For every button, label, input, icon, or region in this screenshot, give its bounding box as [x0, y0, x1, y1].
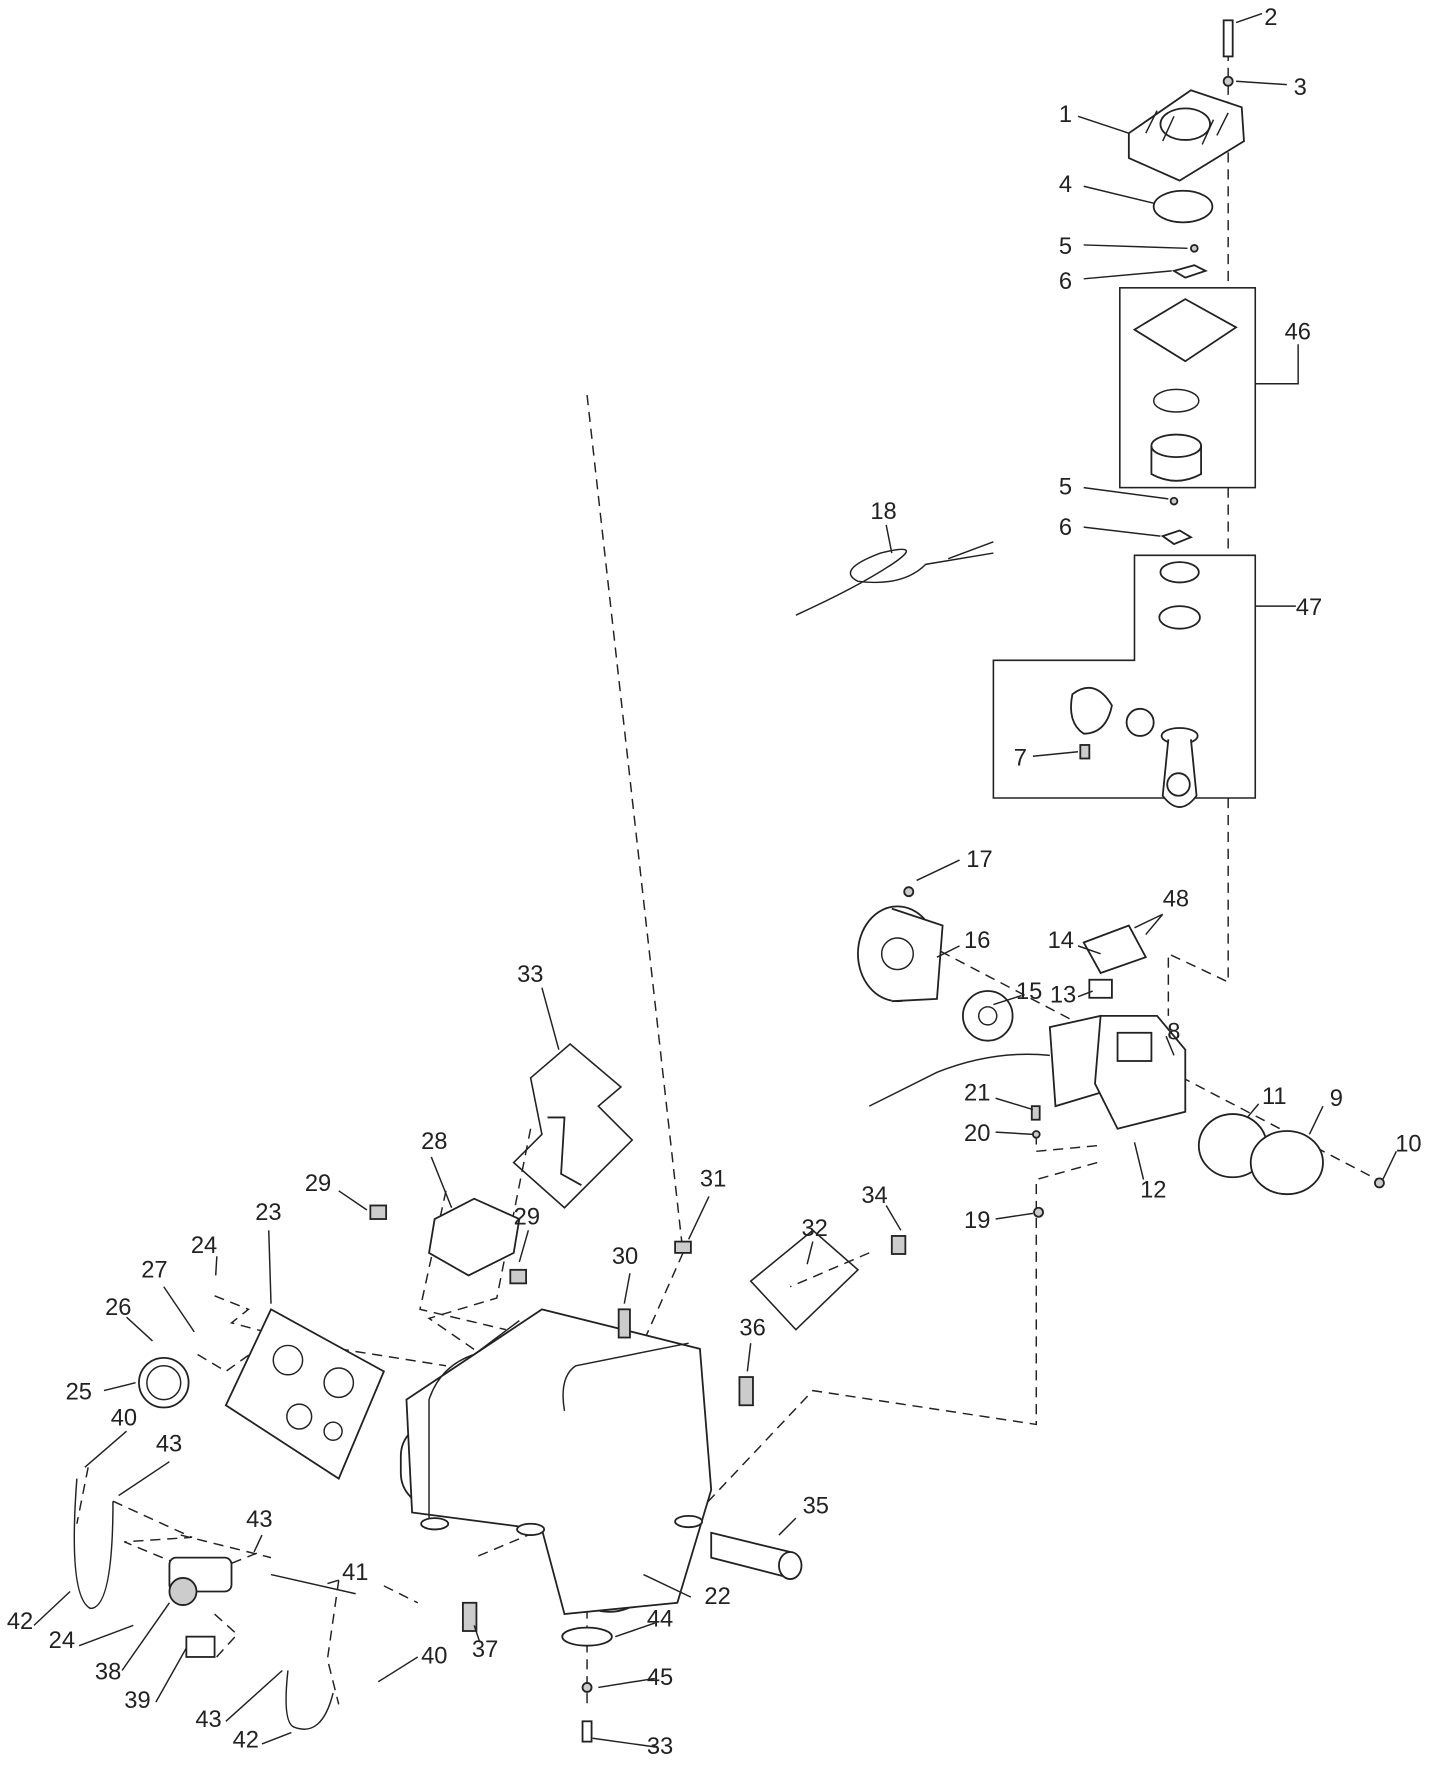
- callout-8: 8: [1167, 1020, 1180, 1046]
- gasket-ring: [1152, 189, 1214, 224]
- callout-45: 45: [647, 1665, 673, 1691]
- tube-41: [270, 1573, 356, 1595]
- valve-plate: [1132, 298, 1238, 482]
- callout-2: 2: [1264, 5, 1277, 31]
- callout-6b: 6: [1059, 515, 1072, 541]
- callout-4: 4: [1059, 172, 1072, 198]
- callout-1: 1: [1059, 102, 1072, 128]
- callout-39: 39: [124, 1688, 150, 1714]
- tank-link-line: [699, 1134, 1098, 1511]
- callout-46: 46: [1285, 320, 1311, 346]
- callout-24b: 24: [49, 1628, 75, 1654]
- callout-22: 22: [704, 1584, 730, 1610]
- callout-36: 36: [739, 1315, 765, 1341]
- gauge-link-line: [197, 1295, 447, 1373]
- pipe-32-box: [749, 1229, 860, 1331]
- fan: [962, 990, 1014, 1042]
- callout-34: 34: [861, 1183, 887, 1209]
- fitting-30: [617, 1308, 631, 1339]
- callout-5: 5: [1059, 234, 1072, 260]
- foot: [561, 1626, 613, 1743]
- callout-33: 33: [517, 962, 543, 988]
- fitting-link-line: [419, 1190, 870, 1559]
- callout-15: 15: [1016, 979, 1042, 1005]
- callout-42: 42: [7, 1609, 33, 1635]
- callout-20: 20: [964, 1121, 990, 1147]
- callout-41: 41: [342, 1560, 368, 1586]
- callout-32: 32: [802, 1216, 828, 1242]
- callout-23: 23: [255, 1200, 281, 1226]
- callout-24: 24: [191, 1233, 217, 1259]
- callout-33b: 33: [647, 1734, 673, 1760]
- callout-30: 30: [612, 1244, 638, 1270]
- fitting-36: [738, 1376, 754, 1407]
- fan-cover: [857, 886, 944, 1003]
- callout-29: 29: [305, 1171, 331, 1197]
- assembly-box-47: [992, 554, 1257, 799]
- panel: [224, 1308, 386, 1480]
- callout-12: 12: [1140, 1178, 1166, 1204]
- callout-44: 44: [647, 1606, 673, 1632]
- callout-38: 38: [95, 1660, 121, 1686]
- callout-11: 11: [1262, 1084, 1287, 1110]
- capacitor-cover: [1082, 924, 1148, 999]
- callout-48: 48: [1163, 886, 1189, 912]
- callout-29b: 29: [514, 1205, 540, 1231]
- pipe-link-line: [427, 394, 684, 1705]
- callout-25: 25: [66, 1380, 92, 1406]
- callout-47: 47: [1296, 595, 1322, 621]
- callout-35: 35: [803, 1494, 829, 1520]
- pressure-switch: [369, 1197, 528, 1285]
- callout-43c: 43: [195, 1707, 221, 1733]
- hose-42-bottom: [285, 1670, 334, 1730]
- callout-17: 17: [966, 847, 992, 873]
- pipe-33-box: [512, 1043, 634, 1209]
- power-cord: [795, 541, 994, 616]
- callout-26: 26: [105, 1295, 131, 1321]
- callout-27: 27: [141, 1258, 167, 1284]
- frame-and-tank: [399, 1308, 713, 1616]
- callout-5b: 5: [1059, 474, 1072, 500]
- callout-31: 31: [700, 1166, 726, 1192]
- callout-18: 18: [870, 499, 896, 525]
- piston-rod: [1070, 561, 1201, 808]
- callout-43: 43: [156, 1432, 182, 1458]
- callout-16: 16: [964, 928, 990, 954]
- callout-9: 9: [1330, 1086, 1343, 1112]
- assembly-axis-line: [1167, 33, 1229, 1016]
- callout-10: 10: [1395, 1131, 1421, 1157]
- gasket-9: [1249, 1130, 1324, 1196]
- regulator-link-line: [76, 1467, 419, 1705]
- callout-13: 13: [1050, 982, 1076, 1008]
- regulator: [168, 1556, 233, 1658]
- callout-14: 14: [1048, 928, 1074, 954]
- bolt: [1222, 19, 1234, 87]
- callout-37: 37: [472, 1637, 498, 1663]
- tee-31: [674, 1240, 692, 1254]
- callout-19: 19: [964, 1208, 990, 1234]
- callout-42b: 42: [233, 1727, 259, 1753]
- hose-42-left: [73, 1478, 114, 1610]
- pressure-gauge: [138, 1356, 190, 1409]
- handle-grip: [710, 1531, 803, 1580]
- callout-43b: 43: [246, 1507, 272, 1533]
- callout-21: 21: [964, 1081, 990, 1107]
- callout-7: 7: [1014, 745, 1027, 771]
- callout-28: 28: [421, 1129, 447, 1155]
- safety-valve-34: [890, 1235, 907, 1255]
- callout-40b: 40: [421, 1644, 447, 1670]
- motor: [868, 1014, 1187, 1130]
- leader-lines: [33, 12, 1398, 1748]
- outlet-pipe: [547, 1116, 582, 1186]
- callout-3: 3: [1294, 75, 1307, 101]
- assembly-box-46: [1119, 287, 1257, 489]
- callout-40: 40: [111, 1406, 137, 1432]
- drain-valve-37: [461, 1601, 478, 1632]
- callout-6: 6: [1059, 269, 1072, 295]
- cylinder-head: [1127, 89, 1245, 182]
